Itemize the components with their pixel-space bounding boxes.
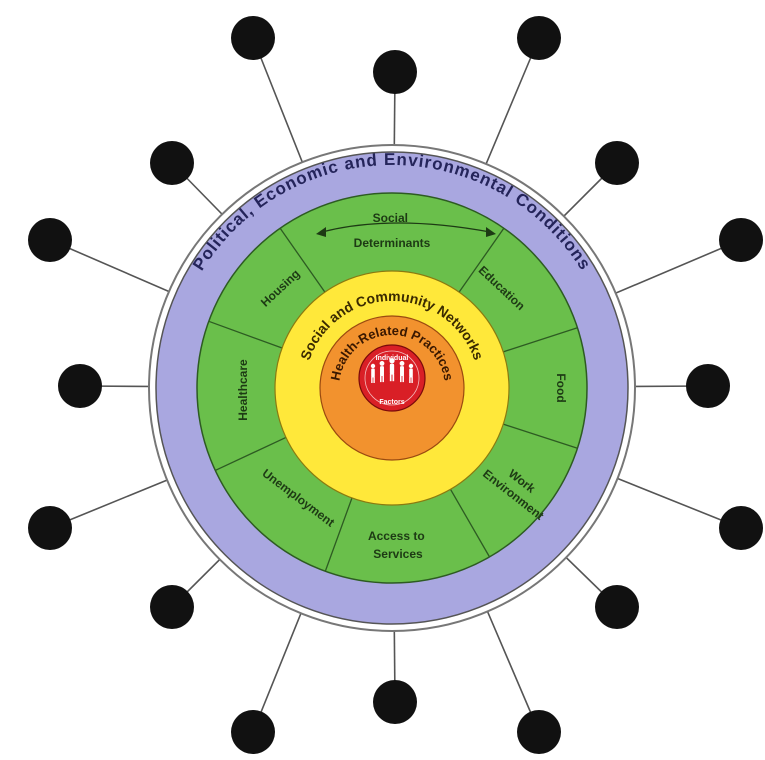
connector-node — [231, 16, 275, 60]
food-sector: Food — [554, 373, 568, 402]
connector-node — [686, 364, 730, 408]
connector-node — [517, 710, 561, 754]
connector-node — [231, 710, 275, 754]
determinants-label: Determinants — [354, 236, 431, 250]
access-to-label: Access to — [368, 529, 425, 543]
connector-node — [719, 506, 763, 550]
connector-node — [719, 218, 763, 262]
connector-node — [373, 50, 417, 94]
center-bottom-label: Factors — [379, 399, 404, 406]
connector-node — [150, 141, 194, 185]
connector-node — [517, 16, 561, 60]
connector-node — [28, 506, 72, 550]
connector-node — [150, 585, 194, 629]
healthcare-sector: Healthcare — [236, 359, 250, 421]
healthcare-label: Healthcare — [236, 359, 250, 421]
connector-node — [58, 364, 102, 408]
services-label: Services — [373, 547, 423, 561]
food-label: Food — [554, 373, 568, 402]
connector-node — [595, 585, 639, 629]
connector-node — [28, 218, 72, 262]
connector-node — [373, 680, 417, 724]
connector-node — [595, 141, 639, 185]
